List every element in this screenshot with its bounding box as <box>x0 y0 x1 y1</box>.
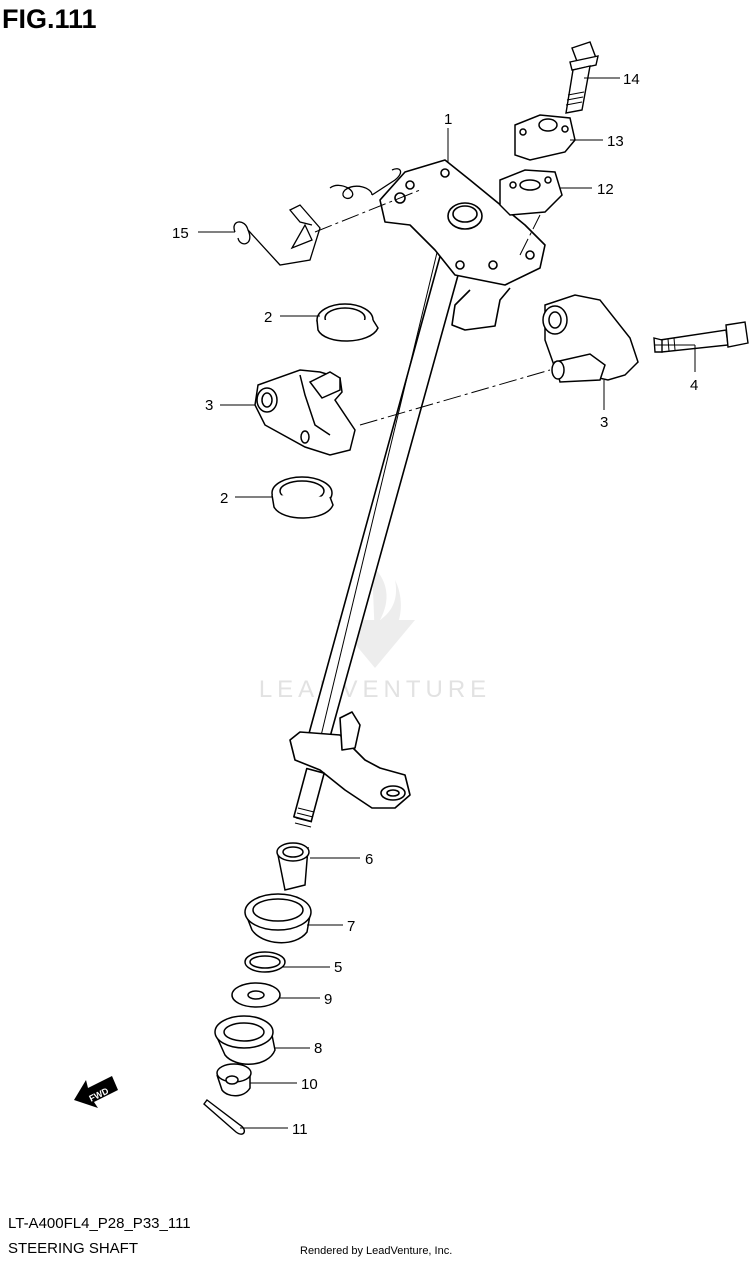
rendered-by-credit: Rendered by LeadVenture, Inc. <box>300 1245 453 1257</box>
callout-1: 1 <box>444 111 452 128</box>
model-code: LT-A400FL4_P28_P33_111 <box>8 1215 191 1232</box>
cotter-pin-part-11 <box>203 1099 246 1135</box>
clip-part-15 <box>233 168 402 266</box>
callout-3-right: 3 <box>600 414 608 431</box>
watermark-text: LEADVENTURE <box>258 676 492 703</box>
callout-numbers: 1 2 2 3 3 4 5 6 7 8 9 10 11 12 13 14 15 <box>172 71 698 1138</box>
callout-11: 11 <box>292 1121 308 1138</box>
bushing-part-2-upper <box>316 303 379 342</box>
callout-13: 13 <box>607 133 624 150</box>
steering-shaft-part-1 <box>289 159 546 828</box>
o-ring-part-5 <box>244 951 286 973</box>
callout-12: 12 <box>597 181 614 198</box>
callout-2-lower: 2 <box>220 490 228 507</box>
bushing-part-6 <box>276 842 310 891</box>
callout-5: 5 <box>334 959 342 976</box>
bushing-part-2-lower <box>271 476 334 519</box>
leader-lines <box>198 77 696 1129</box>
nut-part-10 <box>216 1063 252 1097</box>
callout-9: 9 <box>324 991 332 1008</box>
section-name: STEERING SHAFT <box>8 1240 139 1257</box>
callout-8: 8 <box>314 1040 322 1057</box>
cap-part-8 <box>214 1015 276 1065</box>
callout-6: 6 <box>365 851 373 868</box>
callout-7: 7 <box>347 918 355 935</box>
callout-10: 10 <box>301 1076 318 1093</box>
shaft-holder-part-3-right <box>542 294 639 383</box>
bolt-part-4 <box>653 321 749 353</box>
figure-title: FIG.111 <box>2 4 97 34</box>
callout-15: 15 <box>172 225 189 242</box>
callout-3-left: 3 <box>205 397 213 414</box>
callout-2-upper: 2 <box>264 309 272 326</box>
dust-seal-part-7 <box>244 893 312 944</box>
callout-14: 14 <box>623 71 640 88</box>
handlebar-clamp-parts-12-13 <box>499 114 576 216</box>
callout-4: 4 <box>690 377 698 394</box>
alignment-dash-lines <box>314 189 551 426</box>
shaft-holder-part-3-left <box>254 369 356 456</box>
washer-part-9 <box>231 982 281 1008</box>
forward-direction-arrow: FWD <box>74 1076 118 1108</box>
